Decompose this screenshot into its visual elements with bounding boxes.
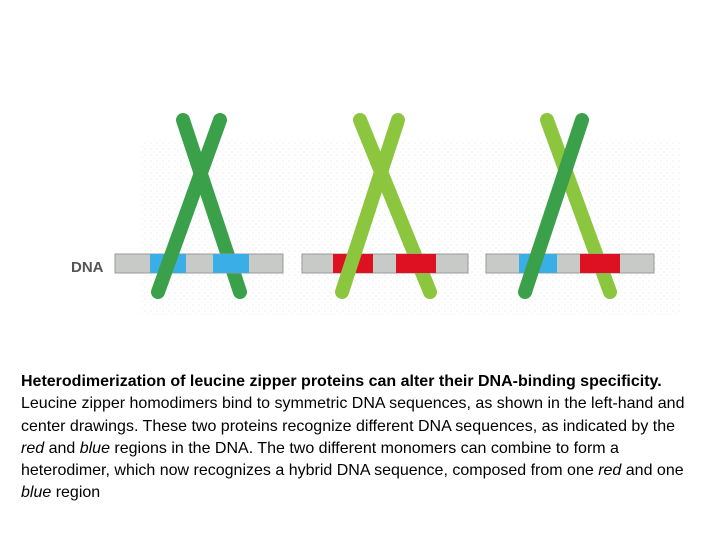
red-site-right xyxy=(580,254,620,273)
caption-blue-2: blue xyxy=(21,484,51,501)
caption-text-4: and one xyxy=(621,462,683,479)
caption-red-2: red xyxy=(598,462,621,479)
dna-label: DNA xyxy=(71,259,104,276)
dna-strand-center xyxy=(302,254,468,273)
caption-blue: blue xyxy=(80,440,110,457)
caption-title: Heterodimerization of leucine zipper pro… xyxy=(21,373,662,390)
red-site-center-2 xyxy=(396,254,436,273)
leucine-zipper-diagram: DNA xyxy=(60,100,680,325)
dna-strand-left xyxy=(115,254,283,273)
caption-red: red xyxy=(21,440,44,457)
caption-text-1: Leucine zipper homodimers bind to symmet… xyxy=(21,395,684,434)
caption-text-5: region xyxy=(51,484,100,501)
caption-text-2: and xyxy=(44,440,80,457)
dna-strand-right xyxy=(486,254,654,273)
figure-caption: Heterodimerization of leucine zipper pro… xyxy=(21,371,701,505)
caption-text-3: regions in the DNA. The two different mo… xyxy=(21,440,619,479)
